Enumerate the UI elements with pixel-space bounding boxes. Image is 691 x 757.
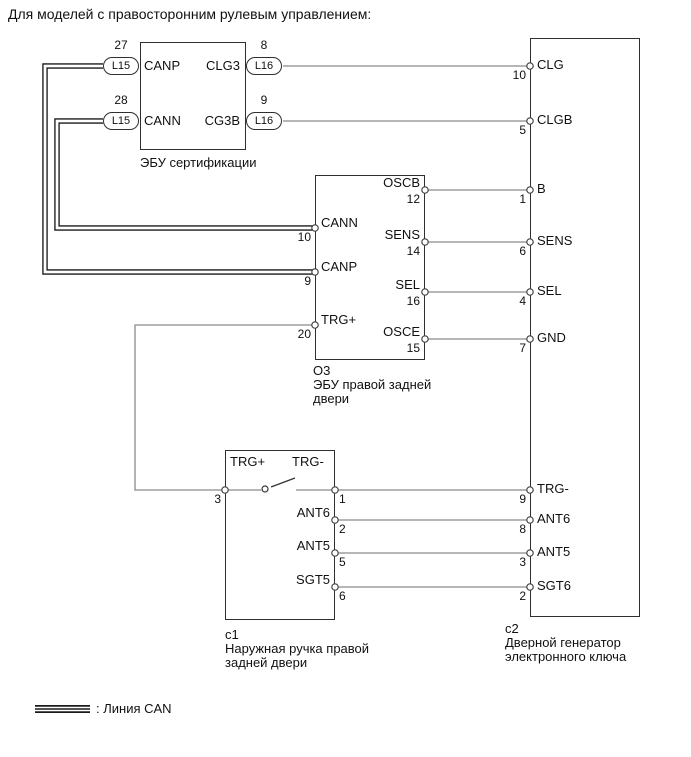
pin-label: CANN	[144, 113, 181, 128]
pin-label: CLG	[537, 57, 564, 72]
pin-number: 20	[297, 327, 311, 341]
pin-label: CLGB	[537, 112, 573, 127]
pin-number: 14	[406, 244, 420, 258]
pin-label: ANT5	[537, 544, 571, 559]
handle-box	[225, 450, 335, 620]
component-name-generator: Дверной генератор	[505, 635, 621, 650]
pin-number: 9	[260, 93, 268, 107]
pin-number: 2	[519, 589, 526, 603]
pin-circles	[221, 62, 534, 591]
component-name-handle: Наружная ручка правой	[225, 641, 370, 656]
pin-label: SGT6	[537, 578, 571, 593]
component-code-handle: c1	[225, 627, 239, 642]
pin-label: ANT5	[296, 538, 330, 553]
door-ecu-box	[315, 175, 425, 360]
pin-label: CANP	[321, 259, 358, 274]
pin-number: 10	[297, 230, 311, 244]
component-name-door-ecu: двери	[313, 391, 350, 406]
pin-label: SEL	[537, 283, 562, 298]
can-line-cann	[54, 118, 315, 231]
component-code-door-ecu: O3	[313, 363, 331, 378]
pin-number: 7	[519, 341, 526, 355]
pin-label: ANT6	[296, 505, 330, 520]
pin-number: 3	[519, 555, 526, 569]
pin-label: OSCB	[383, 175, 420, 190]
legend-label: : Линия CAN	[96, 701, 172, 716]
pin-number: 8	[260, 38, 268, 52]
pin-number: 8	[519, 522, 526, 536]
pin-number: 28	[114, 93, 128, 107]
pin-number: 5	[519, 123, 526, 137]
pin-label: SENS	[384, 227, 420, 242]
pin-number: 4	[519, 294, 526, 308]
pin-label: CANN	[321, 215, 358, 230]
pin-number: 15	[406, 341, 420, 355]
connector-oval-l15: L15	[103, 57, 139, 75]
generator-box	[530, 38, 640, 617]
can-lines	[42, 63, 315, 275]
pin-label: SEL	[395, 277, 420, 292]
pin-number: 6	[519, 244, 526, 258]
wire-trgplus	[134, 324, 315, 491]
pin-number: 9	[519, 492, 526, 506]
pin-label: OSCE	[383, 324, 420, 339]
switch-contact	[261, 485, 269, 493]
switch-blade	[270, 477, 296, 488]
pin-label: B	[537, 181, 546, 196]
pin-label: TRG-	[537, 481, 569, 496]
pin-label: TRG+	[230, 454, 266, 469]
switch-symbol	[261, 477, 296, 493]
pin-number: 12	[406, 192, 420, 206]
cert-ecu-box	[140, 42, 246, 150]
pin-label: SGT5	[296, 572, 330, 587]
pin-number: 1	[339, 492, 346, 506]
component-name-generator: электронного ключа	[505, 649, 627, 664]
pin-label: CLG3	[206, 58, 240, 73]
pin-number: 6	[339, 589, 346, 603]
pin-number: 27	[114, 38, 128, 52]
connector-oval-l16: L16	[246, 112, 282, 130]
pin-number: 3	[214, 492, 221, 506]
pin-label: SENS	[537, 233, 573, 248]
pin-label: TRG-	[292, 454, 324, 469]
component-name-handle: задней двери	[225, 655, 308, 670]
pin-label: TRG+	[321, 312, 357, 327]
pin-label: GND	[537, 330, 566, 345]
pin-label: CG3B	[204, 113, 240, 128]
component-name-door-ecu: ЭБУ правой задней	[313, 377, 432, 392]
pin-label: CANP	[144, 58, 181, 73]
diagram-title: Для моделей с правосторонним рулевым упр…	[8, 6, 372, 22]
connector-oval-l15: L15	[103, 112, 139, 130]
component-name-cert-ecu: ЭБУ сертификации	[140, 155, 257, 170]
pin-number: 1	[519, 192, 526, 206]
component-code-generator: c2	[505, 621, 519, 636]
pin-number: 10	[512, 68, 526, 82]
pin-number: 16	[406, 294, 420, 308]
pin-label: ANT6	[537, 511, 571, 526]
pin-number: 5	[339, 555, 346, 569]
pin-number: 9	[304, 274, 311, 288]
pin-number: 2	[339, 522, 346, 536]
connector-oval-l16: L16	[246, 57, 282, 75]
